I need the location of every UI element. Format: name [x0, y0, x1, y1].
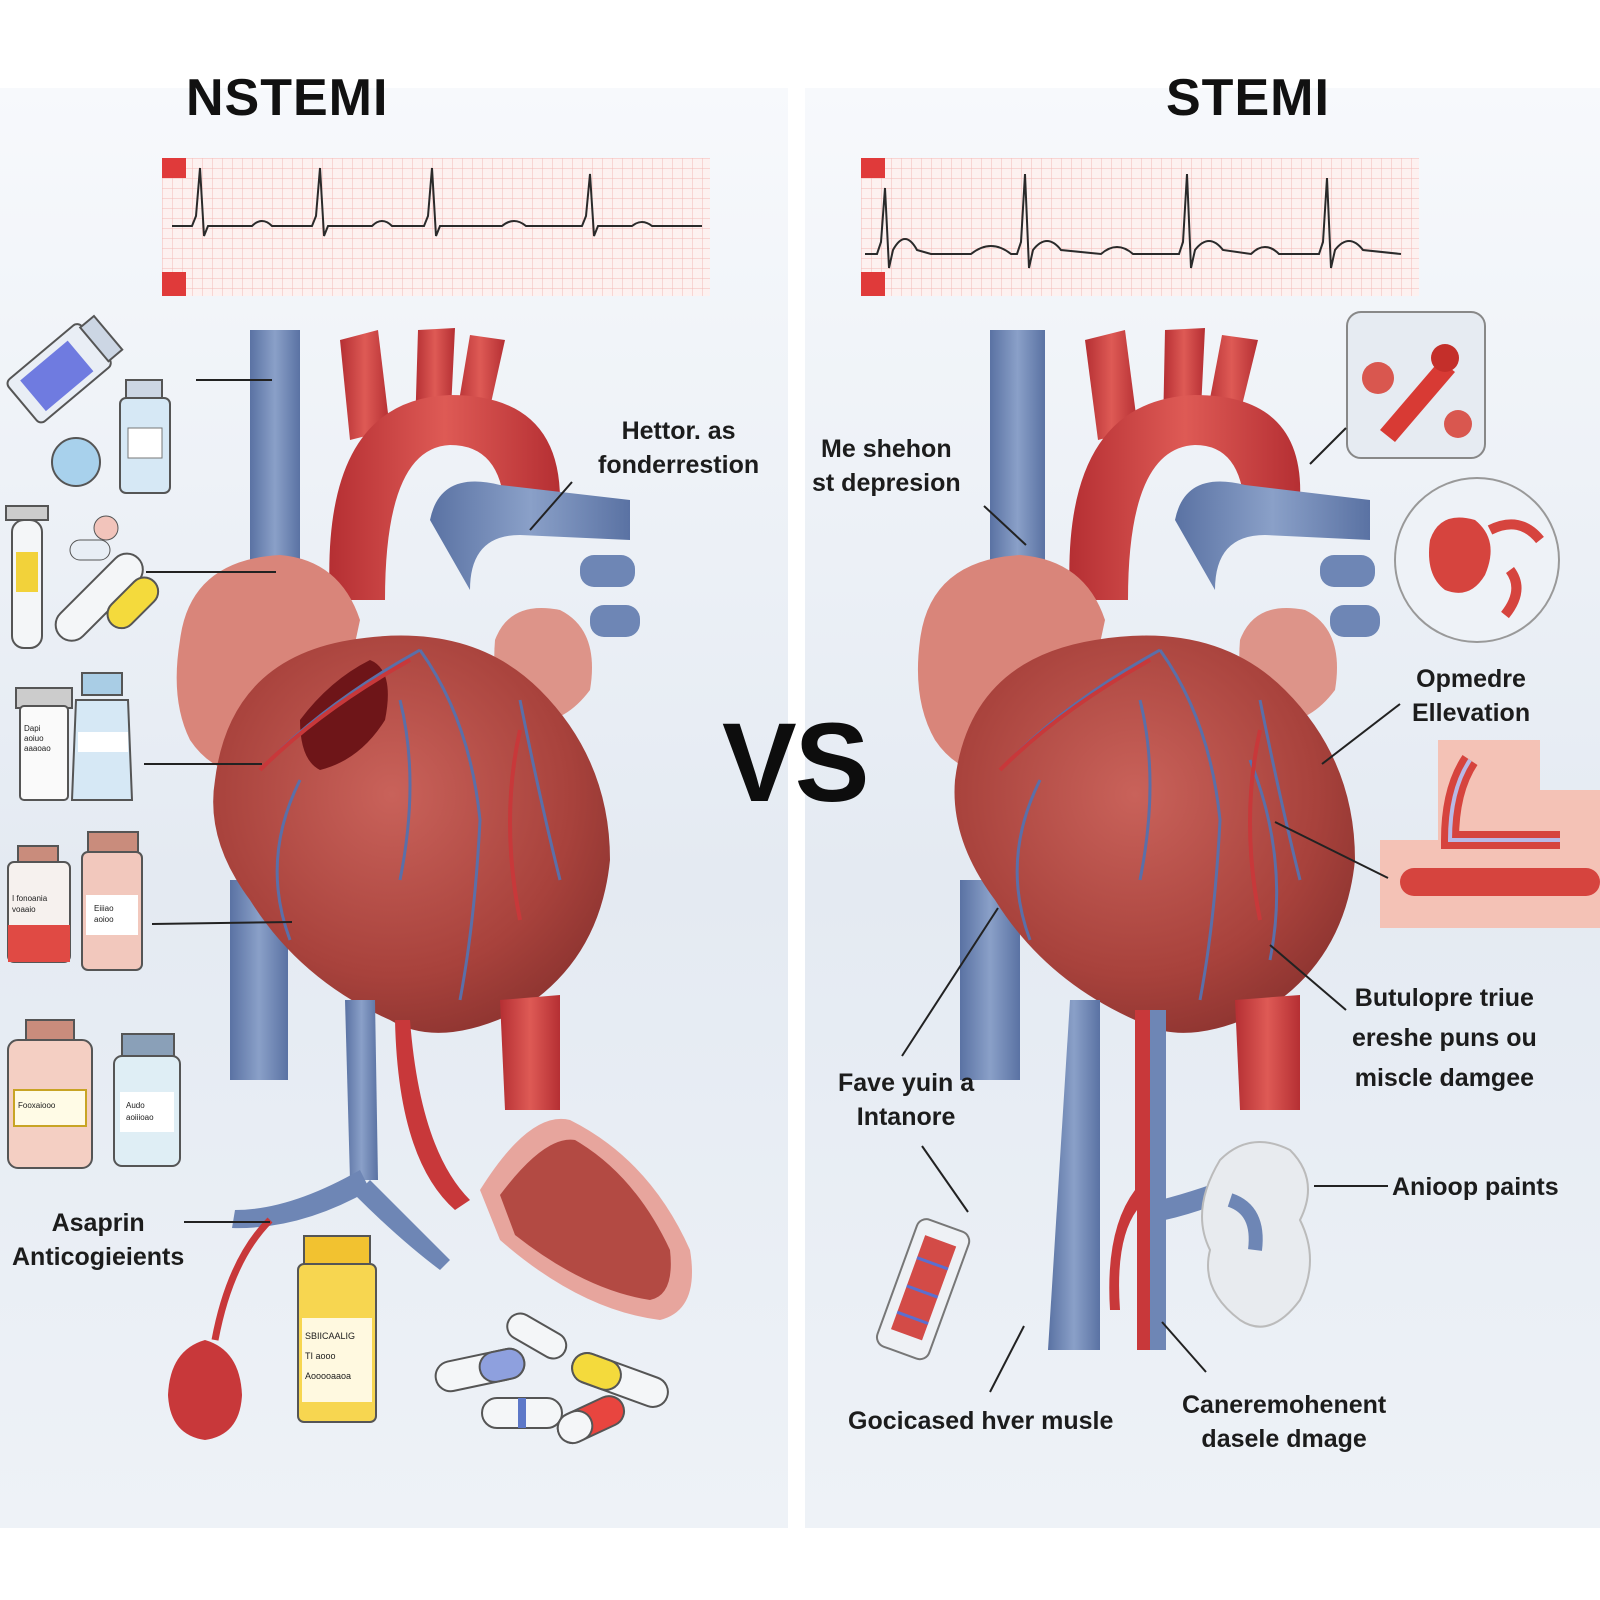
- pulmonary-artery: [430, 481, 630, 590]
- nstemi-ecg-strip: [162, 158, 710, 296]
- versus-label: VS: [722, 700, 869, 825]
- descending-aorta: [1235, 995, 1300, 1110]
- stemi-elevation-label: Opmedre Ellevation: [1412, 665, 1531, 727]
- blocked-artery-icon: [1380, 740, 1600, 928]
- stent-tube-icon: [875, 1218, 971, 1361]
- stemi-anioop-label: Anioop paints: [1392, 1173, 1559, 1201]
- medicine-bottle-icon: [70, 672, 134, 801]
- nstemi-medication-icons: [5, 314, 669, 1445]
- aortic-arch: [329, 395, 560, 600]
- pill-icon: [69, 539, 111, 561]
- medicine-bottle-icon: [81, 831, 143, 971]
- medicine-bottle-icon: [15, 687, 73, 801]
- descending-vein: [345, 1000, 378, 1180]
- vial-icon: [6, 314, 124, 424]
- medicine-bottle-icon: [297, 1235, 377, 1423]
- aortic-branch: [340, 330, 390, 440]
- blood-drop-icon: [168, 1340, 242, 1440]
- bottle-label: Fooxaiooo: [18, 1101, 56, 1110]
- stemi-st-label: Me shehon st depresion: [812, 435, 961, 497]
- stemi-heart: [917, 328, 1380, 1350]
- pill-icon: [51, 437, 101, 487]
- superior-vena-cava: [250, 330, 300, 620]
- pill-icon: [93, 515, 119, 541]
- capsule-icon: [434, 1347, 526, 1393]
- capsule-icon: [571, 1352, 669, 1408]
- pulmonary-vein: [1320, 555, 1375, 587]
- descending-vein: [1048, 1000, 1100, 1350]
- capsule-icon: [106, 576, 160, 630]
- stemi-inset-icons: [875, 311, 1600, 1361]
- descending-aorta: [500, 995, 560, 1110]
- stemi-gocicased-label: Gocicased hver musle: [848, 1407, 1114, 1435]
- stemi-fave-label: Fave yuin a Intanore: [838, 1069, 975, 1131]
- nstemi-leader-lines: [144, 379, 573, 1223]
- artery-cross-section-icon: [1394, 477, 1560, 643]
- nstemi-st-label: Hettor. as fonderrestion: [598, 417, 760, 479]
- aortic-arch: [1069, 395, 1301, 600]
- stemi-leader-lines: [901, 427, 1401, 1393]
- capsule-icon: [506, 1312, 568, 1360]
- stemi-title: STEMI: [1166, 69, 1330, 127]
- pulmonary-artery: [1175, 481, 1370, 590]
- superior-vena-cava: [990, 330, 1045, 620]
- medicine-bottle-icon: [7, 1019, 93, 1169]
- ventricles: [954, 635, 1355, 1033]
- stemi-canere-label: Caneremohenent dasele dmage: [1182, 1391, 1387, 1453]
- pulmonary-vein: [1330, 605, 1380, 637]
- nstemi-treatment-label: Asaprin Anticogieients: [12, 1209, 185, 1271]
- pulmonary-vein: [580, 555, 635, 587]
- nstemi-heart: [168, 328, 692, 1440]
- aortic-branch: [1085, 330, 1138, 440]
- ecg-marker-top: [861, 158, 885, 178]
- test-tube-icon: [5, 505, 49, 649]
- pulmonary-vein: [590, 605, 640, 637]
- medicine-bottle-icon: [7, 845, 71, 963]
- capsule-icon: [556, 1395, 626, 1445]
- ecg-marker-bottom: [861, 272, 885, 296]
- medicine-bottle-icon: [113, 1033, 181, 1167]
- stemi-ecg-strip: [861, 158, 1419, 296]
- stent-device-icon: [1346, 311, 1486, 459]
- bottle-icon: [119, 379, 171, 494]
- nstemi-title: NSTEMI: [186, 69, 389, 127]
- ecg-marker-top: [162, 158, 186, 178]
- stemi-damage-label: Butulopre triue ereshe puns ou miscle da…: [1352, 984, 1537, 1092]
- ecg-marker-bottom: [162, 272, 186, 296]
